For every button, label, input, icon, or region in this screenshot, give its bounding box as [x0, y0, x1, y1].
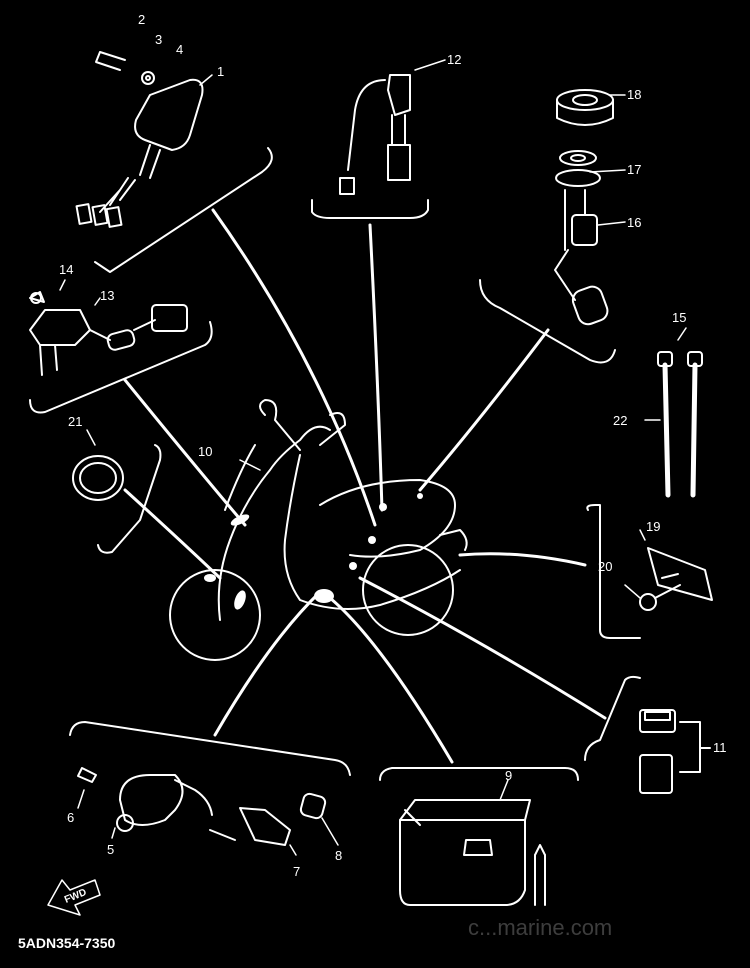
callout-12: 12 [447, 52, 461, 67]
leader-battery [328, 596, 454, 764]
bracket-cap [97, 444, 162, 554]
watermark: c...marine.com [468, 915, 612, 940]
scooter-outline [169, 399, 468, 661]
switch-part [29, 291, 188, 376]
callout-22: 22 [613, 413, 627, 428]
fuse-part [639, 709, 711, 794]
callout-10: 10 [198, 444, 212, 459]
callout-6: 6 [67, 810, 74, 825]
bracket-fuel-gauge [479, 279, 616, 364]
cable-ties [657, 351, 703, 498]
callout-18: 18 [627, 87, 641, 102]
sensor-part [339, 74, 411, 195]
callout-15: 15 [672, 310, 686, 325]
bracket-coil [69, 721, 351, 776]
callout-7: 7 [293, 864, 300, 879]
callout-9: 9 [505, 768, 512, 783]
leader-fuse [358, 576, 607, 720]
callout-19: 19 [646, 519, 660, 534]
callout-8: 8 [335, 848, 342, 863]
leader-switch [123, 378, 247, 527]
callout-5: 5 [107, 842, 114, 857]
callout-17: 17 [627, 162, 641, 177]
leader-gauge [418, 328, 550, 492]
callout-13: 13 [100, 288, 114, 303]
bracket-sensor [311, 199, 429, 219]
bracket-relay [94, 147, 273, 273]
callout-16: 16 [627, 215, 641, 230]
leader-clamp [458, 552, 587, 567]
leader-sensor [368, 223, 384, 512]
part-code: 5ADN354-7350 [18, 935, 115, 951]
callout-20: 20 [598, 559, 612, 574]
clamp-part [639, 547, 713, 611]
leader-relay [211, 208, 377, 527]
callout-labels: 1 2 3 4 5 6 7 8 9 10 11 12 13 14 15 16 1… [59, 12, 727, 879]
callout-11: 11 [713, 740, 727, 755]
bracket-clamp [586, 504, 641, 639]
battery-part [399, 799, 546, 906]
fuel-gauge-part [554, 89, 614, 326]
fwd-label: FWD [63, 887, 88, 906]
callout-1: 1 [217, 64, 224, 79]
fwd-arrow [47, 879, 101, 916]
bracket-battery [379, 767, 579, 781]
callout-2: 2 [138, 12, 145, 27]
leader-cap [123, 488, 222, 580]
callout-3: 3 [155, 32, 162, 47]
relay-part [75, 51, 204, 228]
callout-14: 14 [59, 262, 73, 277]
leader-coil [213, 590, 322, 737]
bracket-fuse [584, 675, 641, 761]
ignition-coil-part [77, 767, 327, 846]
callout-4: 4 [176, 42, 183, 57]
cap-part [72, 455, 124, 501]
callout-21: 21 [68, 414, 82, 429]
